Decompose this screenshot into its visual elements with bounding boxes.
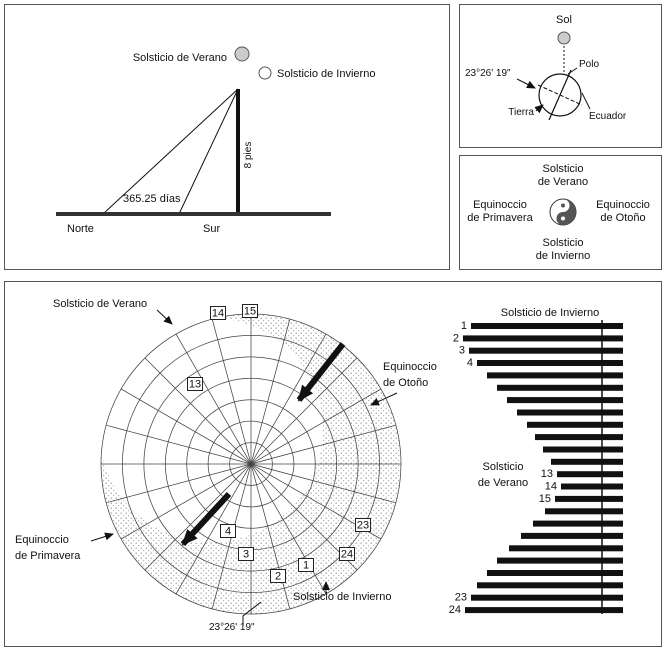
polar-autumn-label-2: de Otoño — [383, 377, 428, 389]
bar-number-label: 14 — [545, 481, 557, 493]
polar-marker-label: 14 — [212, 308, 224, 320]
summer-shadow-line — [179, 89, 238, 214]
bar-number-label: 3 — [459, 345, 465, 357]
night-length-bar — [545, 508, 623, 514]
winter-solstice-label: Solsticio de Invierno — [277, 68, 375, 80]
night-length-bar — [497, 385, 623, 391]
season-right-label-2: de Otoño — [600, 212, 645, 224]
summer-solstice-label: Solsticio de Verano — [133, 52, 227, 64]
season-bottom-label-1: Solsticio — [543, 237, 584, 249]
night-length-bar — [527, 422, 623, 428]
panel-shadow-diagram: Solsticio de Verano Solsticio de Inviern… — [4, 4, 450, 270]
season-bottom-label-2: de Invierno — [536, 250, 590, 262]
night-length-bar — [533, 521, 623, 527]
polar-marker-label: 15 — [244, 306, 256, 318]
bar-number-label: 15 — [539, 493, 551, 505]
summer-sun-icon — [235, 47, 249, 61]
polar-spring-label-1: Equinoccio — [15, 534, 69, 546]
polar-marker-label: 13 — [189, 379, 201, 391]
polar-marker-label: 24 — [341, 549, 353, 561]
seasons-cycle-svg: Solsticio de Verano Equinoccio de Primav… — [460, 156, 661, 269]
polar-marker-label: 1 — [303, 560, 309, 572]
polar-marker-label: 4 — [225, 526, 231, 538]
night-length-bar — [551, 459, 623, 465]
earth-label: Tierra — [508, 107, 534, 118]
south-label: Sur — [203, 223, 220, 235]
night-length-bar — [561, 484, 623, 490]
spring-pointer-arrow — [91, 534, 113, 541]
earth-tilt-svg: Sol Polo 23°26' 19" Tierra Ecuador — [460, 5, 661, 147]
equator-label: Ecuador — [589, 111, 627, 122]
night-length-bars-group: 12341314152324 — [449, 320, 623, 616]
polar-winter-label: Solsticio de Invierno — [293, 591, 391, 603]
season-top-label-1: Solsticio — [543, 163, 584, 175]
night-length-bar — [471, 595, 623, 601]
polar-angle-label: 23°26' 19" — [209, 622, 255, 633]
night-length-bar — [497, 558, 623, 564]
earth-pointer-arrow — [536, 105, 543, 111]
polar-autumn-label-1: Equinoccio — [383, 361, 437, 373]
season-left-label-1: Equinoccio — [473, 199, 527, 211]
chart-title: Solsticio de Invierno — [501, 307, 599, 319]
night-length-bar — [507, 397, 623, 403]
polar-chart-svg: Solsticio de Verano Equinoccio de Otoño … — [5, 282, 661, 646]
night-length-bar — [535, 434, 623, 440]
night-length-bar — [471, 323, 623, 329]
night-length-bar — [543, 447, 623, 453]
tilt-angle-label: 23°26' 19" — [465, 68, 511, 79]
panel-earth-tilt: Sol Polo 23°26' 19" Tierra Ecuador — [459, 4, 662, 148]
chart-mid-label-1: Solsticio — [483, 461, 524, 473]
night-length-bar — [487, 570, 623, 576]
polar-grid — [101, 314, 401, 614]
polar-marker-label: 2 — [275, 571, 281, 583]
night-length-bar — [521, 533, 623, 539]
pole-label: Polo — [579, 59, 599, 70]
night-length-bar — [477, 582, 623, 588]
angle-pointer-arrow — [517, 79, 535, 88]
night-length-bar — [463, 335, 623, 341]
bar-number-label: 1 — [461, 320, 467, 332]
bar-number-label: 2 — [453, 332, 459, 344]
sun-icon — [558, 32, 570, 44]
bar-number-label: 23 — [455, 592, 467, 604]
chart-mid-label-2: de Verano — [478, 477, 528, 489]
night-length-bar — [477, 360, 623, 366]
night-length-bar — [555, 496, 623, 502]
sun-label: Sol — [556, 14, 572, 26]
north-label: Norte — [67, 223, 94, 235]
night-length-bar — [469, 348, 623, 354]
winter-sun-icon — [259, 67, 271, 79]
night-length-bar — [557, 471, 623, 477]
polar-marker-label: 3 — [243, 549, 249, 561]
yin-yang-icon — [550, 199, 576, 225]
panel-polar-and-chart: Solsticio de Verano Equinoccio de Otoño … — [4, 281, 662, 647]
polar-summer-label: Solsticio de Verano — [53, 298, 147, 310]
season-right-label-1: Equinoccio — [596, 199, 650, 211]
polar-spring-label-2: de Primavera — [15, 550, 81, 562]
equator-pointer-line — [582, 93, 590, 109]
crescent-inner-mask — [99, 318, 323, 542]
summer-pointer-arrow — [157, 310, 172, 324]
panel-seasons-cycle: Solsticio de Verano Equinoccio de Primav… — [459, 155, 662, 270]
season-top-label-2: de Verano — [538, 176, 588, 188]
bar-number-label: 24 — [449, 604, 461, 616]
night-length-bar — [487, 372, 623, 378]
shadow-diagram-svg: Solsticio de Verano Solsticio de Inviern… — [5, 5, 449, 269]
bar-number-label: 13 — [541, 468, 553, 480]
days-label: 365.25 días — [123, 193, 181, 205]
pole-height-label: 8 pies — [243, 142, 254, 169]
season-left-label-2: de Primavera — [467, 212, 533, 224]
night-length-bar — [509, 545, 623, 551]
night-length-bar — [465, 607, 623, 613]
bar-number-label: 4 — [467, 357, 473, 369]
polar-marker-label: 23 — [357, 520, 369, 532]
night-length-bar — [517, 410, 623, 416]
